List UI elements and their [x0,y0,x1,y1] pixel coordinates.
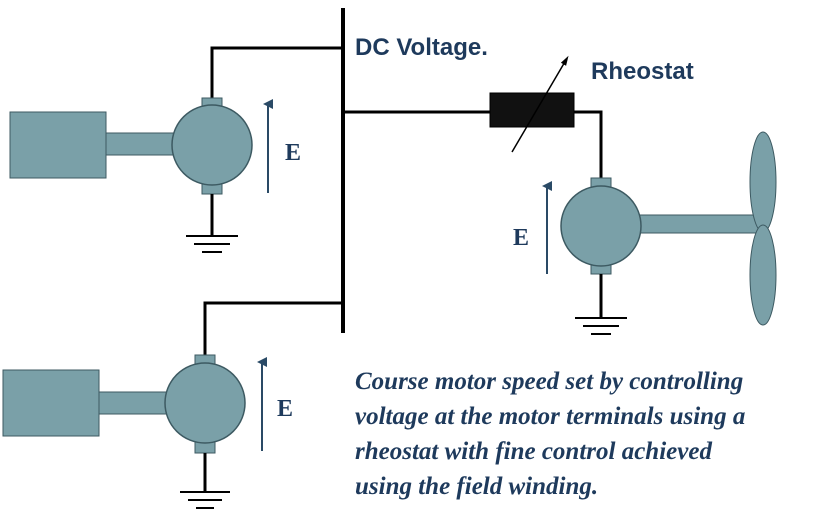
caption-line: rheostat with fine control achieved [355,438,712,465]
caption-line: Course motor speed set by controlling [355,368,744,395]
generator-1-armature [171,104,253,186]
fan-blade-bottom [749,224,777,326]
emf-label-generator-2: E [277,396,294,422]
caption-line: using the field winding. [355,473,599,500]
emf-label-generator-1: E [285,140,302,166]
motor [542,131,777,335]
emf-label-motor: E [513,225,530,251]
generator-1-wire [210,46,343,98]
caption: Course motor speed set by controlling vo… [355,364,821,504]
generator-1-prime-mover [9,111,107,179]
rheostat-body [489,92,575,128]
caption-line: voltage at the motor terminals using a [355,403,746,430]
generator-2-prime-mover [2,369,100,437]
rheostat-branch [343,55,603,178]
generator-2-shaft [98,391,170,415]
generator-2-armature [164,362,246,444]
motor-armature [560,185,642,267]
ground-icon [186,235,238,253]
ground-icon [575,317,627,335]
generator-2 [2,301,343,509]
motor-shaft [634,214,761,234]
generator-1-shaft [105,132,177,156]
rheostat-out-wire [574,110,603,178]
generator-1 [9,46,343,253]
dc-voltage-label: DC Voltage. [355,34,488,61]
rheostat-label: Rheostat [591,58,694,85]
rheostat-adjust-arrow [511,55,569,153]
generator-2-wire [203,301,343,355]
ground-icon [180,491,230,509]
fan-blade-top [749,131,777,233]
